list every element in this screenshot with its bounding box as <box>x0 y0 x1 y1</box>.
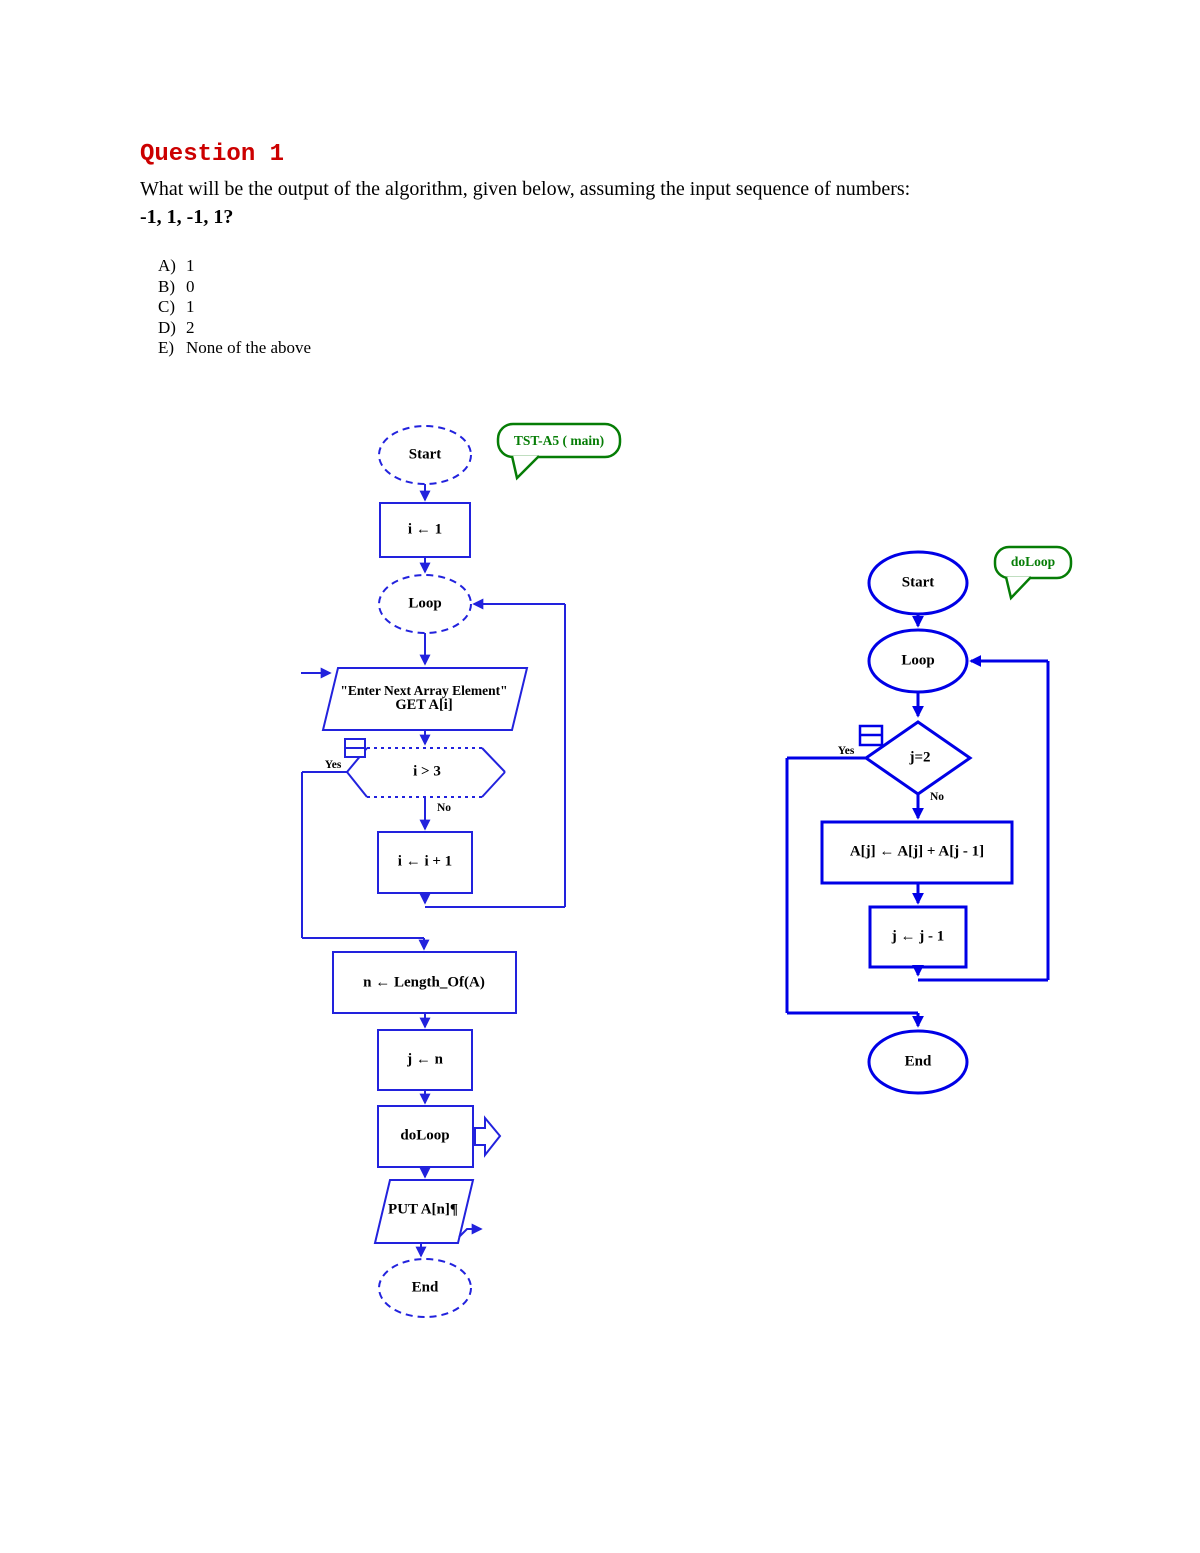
option-label: C) <box>158 297 175 316</box>
question-text-line1: What will be the output of the algorithm… <box>140 178 911 200</box>
main-decision-label: i > 3 <box>413 763 441 780</box>
option-b: B) 0 <box>158 277 311 298</box>
doloop-yes-label: Yes <box>837 745 855 757</box>
main-callout-label: TST-A5 ( main) <box>513 433 605 448</box>
doloop-callout-label: doLoop <box>1010 554 1056 569</box>
main-init-label: i ← 1 <box>407 521 443 538</box>
option-label: D) <box>158 317 176 337</box>
main-setj-label: j ← n <box>407 1051 443 1068</box>
doloop-end-label: End <box>904 1053 932 1070</box>
option-e: E) None of the above <box>158 338 311 359</box>
option-text: 1 <box>186 256 195 275</box>
main-input-parallelogram <box>321 667 529 731</box>
output-exit-arrow-icon <box>458 1223 483 1238</box>
main-callout-bubble <box>496 422 622 481</box>
option-text: 1 <box>186 297 195 316</box>
option-label: E) <box>158 338 175 357</box>
option-d: D) 2 <box>158 318 311 339</box>
main-no-label: No <box>436 802 452 814</box>
main-input-label: "Enter Next Array Element" GET A[i] <box>340 683 507 713</box>
main-end-ellipse <box>378 1258 472 1318</box>
option-label: B) <box>158 276 175 296</box>
subroutine-call-arrow-icon <box>474 1115 502 1158</box>
main-yes-label: Yes <box>324 759 342 771</box>
main-output-parallelogram <box>373 1179 475 1244</box>
main-start-label: Start <box>408 446 442 463</box>
doloop-flowchart <box>785 550 1050 1095</box>
doloop-accumulate-label: A[j] ← A[j] + A[j - 1] <box>849 843 985 860</box>
question-text-line2: -1, 1, -1, 1? <box>140 206 234 228</box>
option-text: None of the above <box>186 338 312 357</box>
doloop-end-ellipse <box>867 1029 969 1095</box>
doloop-decrement-label: j ← j - 1 <box>891 928 945 945</box>
cells-icon <box>344 738 366 758</box>
page-title: Question 1 <box>140 141 285 168</box>
option-text: 2 <box>186 317 195 337</box>
main-increment-label: i ← i + 1 <box>397 853 453 870</box>
main-loopback-line <box>419 598 566 908</box>
option-c: C) 1 <box>158 297 311 318</box>
doloop-start-label: Start <box>901 574 935 591</box>
doloop-yes-line <box>785 756 924 1028</box>
main-length-label: n ← Length_Of(A) <box>363 974 485 991</box>
option-a: A) 1 <box>158 256 311 277</box>
main-input-line2: GET A[i] <box>395 697 453 713</box>
main-loop-label: Loop <box>408 595 442 612</box>
main-call-label: doLoop <box>400 1127 450 1144</box>
doloop-decision-label: j=2 <box>909 749 931 766</box>
main-output-label: PUT A[n]¶ <box>388 1201 458 1218</box>
main-start-ellipse <box>378 425 472 485</box>
main-yes-line <box>301 771 430 951</box>
cells-icon <box>858 724 884 747</box>
main-input-line1: "Enter Next Array Element" <box>340 683 508 698</box>
options-list: A) 1 B) 0 C) 1 D) 2 E) None of the above <box>158 256 311 359</box>
doloop-callout-bubble <box>993 545 1073 601</box>
main-flowchart <box>301 425 566 1318</box>
option-text: 0 <box>186 276 195 296</box>
main-end-label: End <box>411 1279 439 1296</box>
option-label: A) <box>158 256 176 275</box>
doloop-loop-label: Loop <box>901 652 935 669</box>
doloop-loopback-line <box>912 655 1050 982</box>
main-loop-ellipse <box>378 574 472 634</box>
doloop-no-label: No <box>929 791 945 803</box>
